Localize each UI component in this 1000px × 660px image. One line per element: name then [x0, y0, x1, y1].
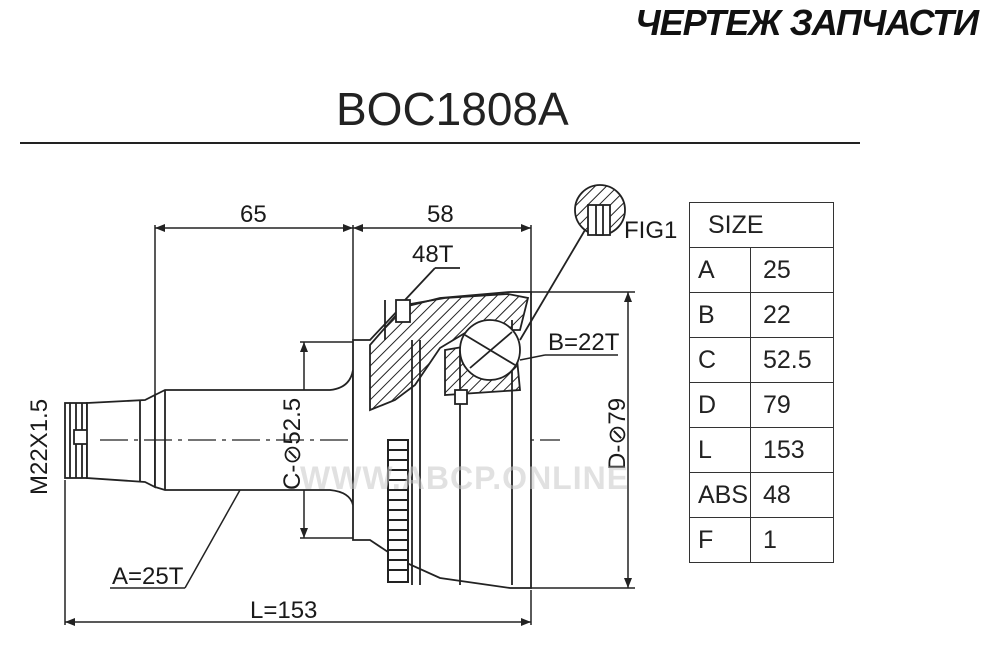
a-spline-label: A=25T	[112, 563, 184, 590]
header-title: ЧЕРТЕЖ ЗАПЧАСТИ	[635, 2, 979, 43]
threaded-end	[64, 393, 156, 489]
c-diameter-label: C-⊘52.5	[279, 398, 306, 490]
part-number: BOC1808A	[336, 83, 569, 135]
inner-race	[444, 319, 521, 405]
b-spline-label: B=22T	[548, 329, 620, 356]
abs-marker	[384, 267, 460, 340]
thread-label: M22X1.5	[26, 399, 53, 495]
dim-65-label: 65	[240, 201, 267, 228]
size-table-header: SIZE	[689, 202, 834, 248]
abs-ring	[387, 439, 409, 583]
watermark: WWW.ABCP.ONLINE	[300, 460, 630, 496]
teeth-48-label: 48T	[412, 241, 454, 268]
d-diameter-label: D-⊘79	[604, 398, 631, 470]
a-leader	[184, 489, 241, 589]
title-divider	[20, 142, 860, 144]
dim-58-label: 58	[427, 201, 454, 228]
fig1-label: FIG1	[624, 217, 677, 244]
shaft	[154, 369, 354, 506]
total-length-label: L=153	[250, 597, 317, 624]
dimension-arrows	[65, 224, 632, 626]
b-leader	[519, 354, 546, 361]
fig1-detail	[519, 184, 626, 341]
